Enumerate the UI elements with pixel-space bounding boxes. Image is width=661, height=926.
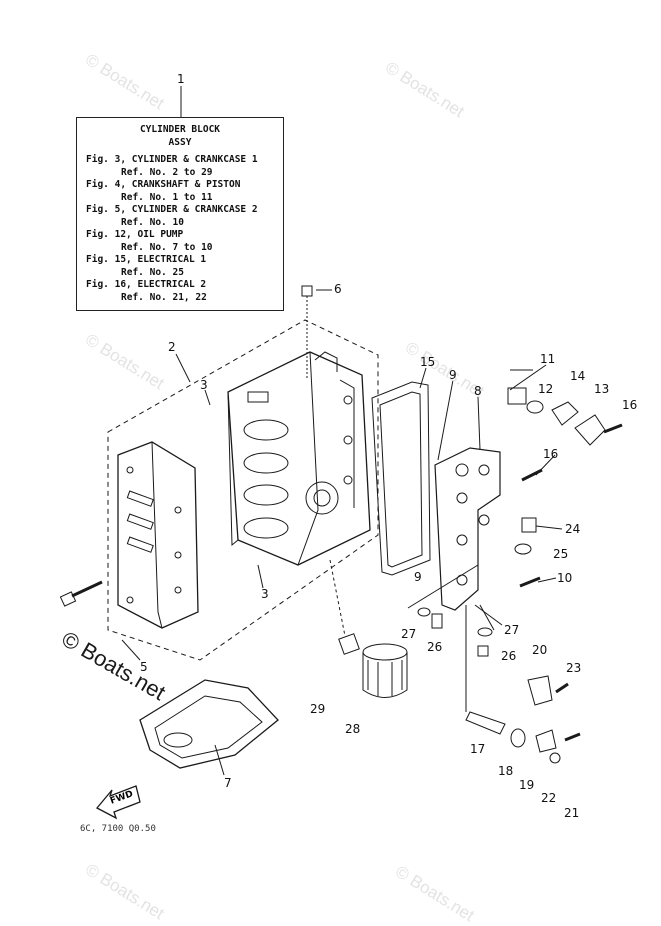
fwd-arrow <box>95 785 141 820</box>
callout-3[interactable]: 3 <box>261 587 269 601</box>
callout-11[interactable]: 11 <box>540 352 556 366</box>
bolt-6 <box>301 285 313 380</box>
callout-16[interactable]: 16 <box>622 398 638 412</box>
ref-line: Ref. No. 10 <box>121 216 184 228</box>
callout-7[interactable]: 7 <box>224 776 232 790</box>
oil-pan-gasket <box>139 679 279 769</box>
ref-line: Ref. No. 21, 22 <box>121 291 207 303</box>
assembly-outline <box>107 319 379 661</box>
callout-17[interactable]: 17 <box>470 742 486 756</box>
ref-line: Fig. 12, OIL PUMP <box>86 229 184 240</box>
callout-27[interactable]: 27 <box>401 627 417 641</box>
callout-26[interactable]: 26 <box>501 649 517 663</box>
ref-line: Fig. 3, CYLINDER & CRANKCASE 1 <box>86 154 258 165</box>
ref-line: Fig. 5, CYLINDER & CRANKCASE 2 <box>86 204 258 215</box>
callout-8[interactable]: 8 <box>474 384 482 398</box>
callout-14[interactable]: 14 <box>570 369 586 383</box>
callout-22[interactable]: 22 <box>541 791 557 805</box>
leader-lines <box>121 86 563 776</box>
callout-18[interactable]: 18 <box>498 764 514 778</box>
gasket <box>371 381 431 576</box>
callout-24[interactable]: 24 <box>565 522 581 536</box>
callout-9[interactable]: 9 <box>449 368 457 382</box>
callout-27[interactable]: 27 <box>504 623 520 637</box>
callout-21[interactable]: 21 <box>564 806 580 820</box>
bolt-5 <box>59 580 103 607</box>
callout-28[interactable]: 28 <box>345 722 361 736</box>
callout-5[interactable]: 5 <box>140 660 148 674</box>
ref-line: Fig. 15, ELECTRICAL 1 <box>86 254 207 265</box>
callout-1[interactable]: 1 <box>177 72 185 86</box>
callout-25[interactable]: 25 <box>553 547 569 561</box>
callout-9[interactable]: 9 <box>414 570 422 584</box>
ref-line: Fig. 16, ELECTRICAL 2 <box>86 279 207 290</box>
callout-15[interactable]: 15 <box>420 355 436 369</box>
callout-2[interactable]: 2 <box>168 340 176 354</box>
oil-filter <box>362 643 408 698</box>
cylinder-head <box>117 441 199 629</box>
callout-13[interactable]: 13 <box>594 382 610 396</box>
ref-line: Fig. 4, CRANKSHAFT & PISTON <box>86 179 241 190</box>
ref-box-subtitle: ASSY <box>168 136 192 148</box>
ref-line: Ref. No. 2 to 29 <box>121 166 213 178</box>
ref-box-title: CYLINDER BLOCK <box>139 124 221 135</box>
ref-line: Ref. No. 25 <box>121 266 184 278</box>
callout-26[interactable]: 26 <box>427 640 443 654</box>
cylinder-block <box>227 351 371 566</box>
thermostat-parts <box>417 387 623 657</box>
callout-20[interactable]: 20 <box>532 643 548 657</box>
callout-16[interactable]: 16 <box>543 447 559 461</box>
callout-3[interactable]: 3 <box>200 378 208 392</box>
ref-line: Ref. No. 1 to 11 <box>121 191 213 203</box>
sensor-parts <box>465 675 581 764</box>
callout-29[interactable]: 29 <box>310 702 326 716</box>
callout-10[interactable]: 10 <box>557 571 573 585</box>
reference-box: CYLINDER BLOCK ASSY Fig. 3, CYLINDER & C… <box>76 117 284 311</box>
callout-12[interactable]: 12 <box>538 382 554 396</box>
callout-23[interactable]: 23 <box>566 661 582 675</box>
ref-line: Ref. No. 7 to 10 <box>121 241 213 253</box>
diagram-code: 6C, 7100 Q0.50 <box>80 824 156 834</box>
callout-6[interactable]: 6 <box>334 282 342 296</box>
filter-fitting <box>329 559 360 655</box>
callout-19[interactable]: 19 <box>519 778 535 792</box>
